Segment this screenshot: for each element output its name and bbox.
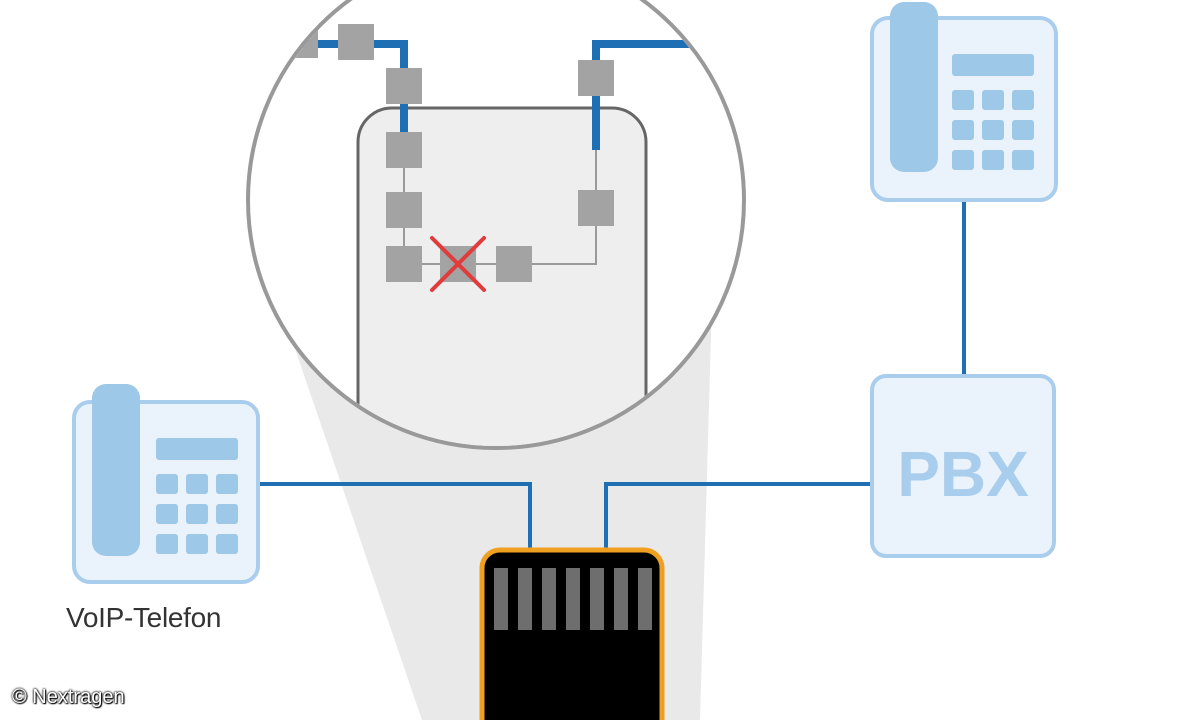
voip-phone-label: VoIP-Telefon	[66, 602, 222, 633]
handset	[890, 2, 938, 172]
network-cables	[258, 200, 966, 552]
keypad	[952, 90, 1034, 170]
node	[578, 60, 614, 96]
display	[952, 54, 1034, 76]
node	[386, 246, 422, 282]
jack-pins	[494, 568, 652, 630]
pbx-label: PBX	[897, 438, 1029, 510]
node	[338, 24, 374, 60]
node	[386, 68, 422, 104]
copyright-notice: © Nextragen	[12, 686, 125, 708]
cable-pbx	[604, 482, 872, 552]
display	[156, 438, 238, 460]
desk-phone-icon	[870, 2, 1058, 202]
node	[496, 246, 532, 282]
node	[578, 190, 614, 226]
cable-voip-phone	[258, 482, 532, 552]
voip-phone-icon	[72, 384, 260, 584]
handset	[92, 384, 140, 556]
pbx-box: PBX	[870, 374, 1056, 558]
zoom-circle	[246, 0, 746, 450]
node	[386, 132, 422, 168]
keypad	[156, 474, 238, 554]
node	[386, 192, 422, 228]
switch-chassis	[356, 106, 648, 446]
failure-x-icon	[430, 236, 486, 292]
network-jack-icon	[479, 547, 665, 720]
